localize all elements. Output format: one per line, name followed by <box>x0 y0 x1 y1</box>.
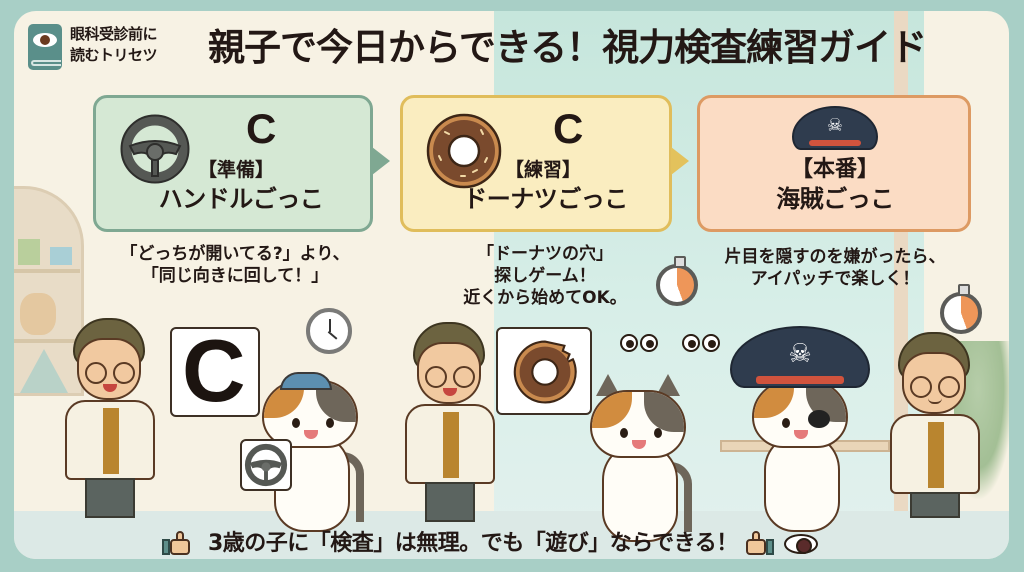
pirate-cat-character <box>752 372 852 532</box>
toy-block-icon <box>50 247 72 265</box>
eye-book-icon <box>28 24 62 70</box>
step-card-real-test: ☠ 【本番】 海賊ごっこ <box>697 95 971 232</box>
toy-blocks-icon <box>18 239 40 265</box>
step-2-description: 「ドーナツの穴」 探しゲーム！ 近くから始めてOK。 <box>463 244 627 308</box>
cap-icon <box>280 372 332 390</box>
stopwatch-icon <box>656 256 698 306</box>
wall-clock-icon <box>306 308 352 354</box>
bitten-donut-icon <box>513 340 577 404</box>
doctor-character <box>880 332 990 532</box>
arrow-right-icon <box>671 147 689 175</box>
subtitle-line-2: 読むトリセツ <box>70 46 158 64</box>
page-title: 親子で今日からできる！視力検査練習ガイド <box>208 26 927 69</box>
step-name: ドーナツごっこ <box>463 185 628 213</box>
steering-wheel-card <box>240 439 292 491</box>
landolt-c-symbol: C <box>246 105 277 152</box>
doctor-character <box>55 318 165 518</box>
eyepatch-icon <box>808 410 830 428</box>
stacking-toy-icon <box>20 349 68 393</box>
thumbs-up-icon <box>745 531 776 557</box>
footer-text: 3歳の子に「検査」は無理。でも「遊び」ならできる！ <box>208 531 738 556</box>
step-tag: 【練習】 <box>504 159 581 181</box>
step-1-description: 「どっちが開いてる?」より、 「同じ向きに回して！」 <box>120 244 350 286</box>
eye-chart-card: C <box>170 321 260 420</box>
eye-icon <box>783 534 818 554</box>
teddy-bear-icon <box>20 293 56 335</box>
step-tag: 【準備】 <box>197 159 274 181</box>
landolt-c-symbol: C <box>553 105 584 152</box>
step-name: ハンドルごっこ <box>158 185 324 213</box>
subtitle-line-1: 眼科受診前に <box>70 25 158 43</box>
peeking-eyes-icon <box>620 334 658 352</box>
thumbs-up-icon <box>162 531 200 557</box>
doctor-character <box>395 322 505 522</box>
step-card-preparation: C 【準備】 ハンドルごっこ <box>93 95 373 232</box>
step-name: 海賊ごっこ <box>776 185 894 213</box>
step-card-practice: C 【練習】 ドーナツごっこ <box>400 95 672 232</box>
pirate-hat-icon: ☠ <box>792 106 878 150</box>
cat-character <box>590 374 692 542</box>
stopwatch-icon <box>940 284 982 334</box>
step-3-description: 片目を隠すのを嫌がったら、 アイパッチで楽しく！ <box>724 247 946 289</box>
donut-icon <box>426 113 502 189</box>
step-tag: 【本番】 <box>790 157 879 182</box>
footer-message: 3歳の子に「検査」は無理。でも「遊び」ならできる！ <box>162 528 910 560</box>
steering-wheel-icon <box>120 114 190 184</box>
donut-chart-card <box>496 327 592 415</box>
arrow-right-icon <box>372 147 390 175</box>
peeking-eyes-icon <box>682 334 720 352</box>
header-subtitle: 眼科受診前に 読むトリセツ <box>70 24 205 66</box>
steering-wheel-icon <box>244 443 288 487</box>
pirate-hat-icon: ☠ <box>730 326 870 388</box>
